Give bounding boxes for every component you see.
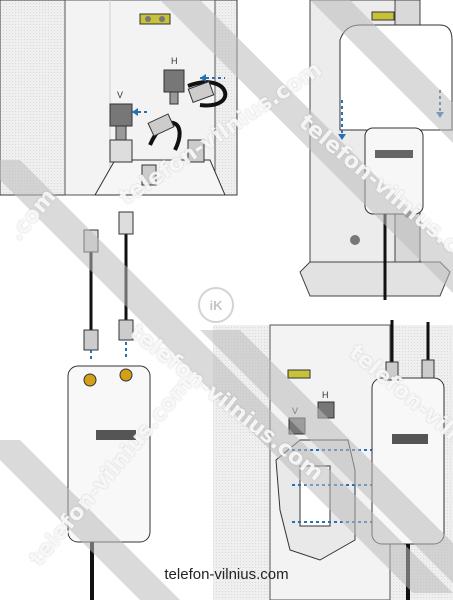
label-h-top: H <box>171 56 178 66</box>
caption: telefon-vilnius.com <box>164 566 289 583</box>
ground-lug-icon <box>139 13 171 25</box>
label-h-bottom: H <box>322 390 329 400</box>
logo-badge: iK <box>198 287 234 323</box>
connector-h-top <box>163 69 185 105</box>
radio-device-bottom-left <box>67 365 151 543</box>
ground-lug-icon <box>287 369 311 379</box>
label-v-top: V <box>117 90 123 100</box>
